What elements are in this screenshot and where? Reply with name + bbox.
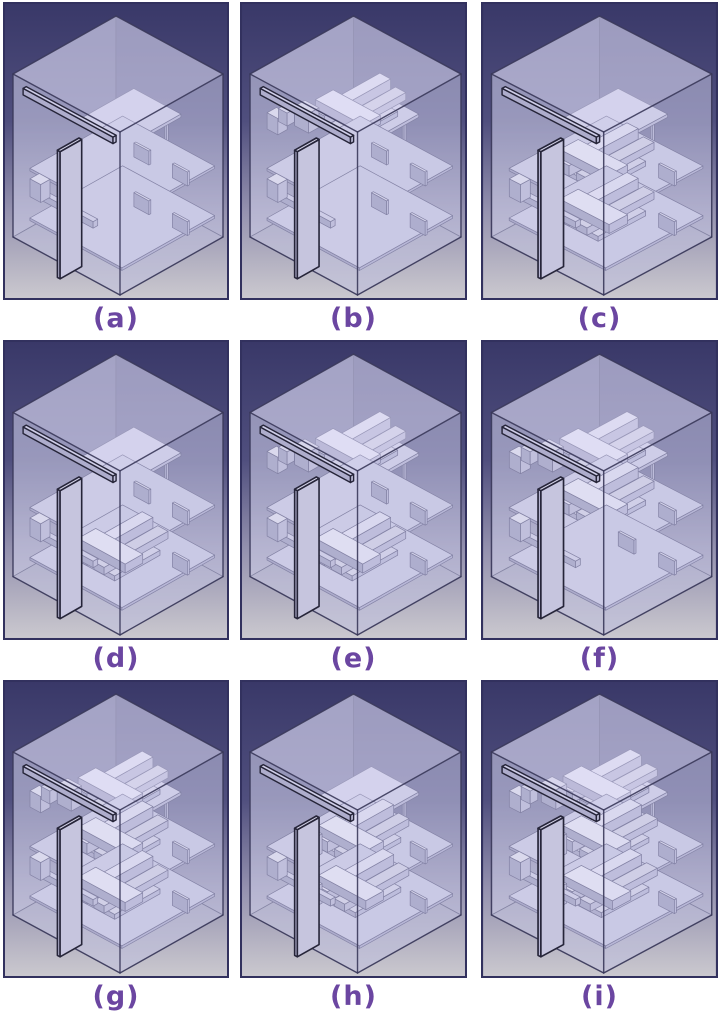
panel-g: (g) <box>3 680 229 1014</box>
panel-label-e: (e) <box>330 643 377 674</box>
panel-e: (e) <box>240 340 467 676</box>
panel-f: (f) <box>481 340 718 676</box>
panel-h: (h) <box>240 680 467 1014</box>
enclosure-render-i <box>481 680 718 978</box>
panel-label-a: (a) <box>93 303 139 334</box>
enclosure-render-a <box>3 2 229 300</box>
panel-label-f: (f) <box>579 643 620 674</box>
panel-d: (d) <box>3 340 229 676</box>
panel-b: (b) <box>240 2 467 336</box>
enclosure-render-c <box>481 2 718 300</box>
panel-label-d: (d) <box>92 643 140 674</box>
panel-label-g: (g) <box>92 981 140 1012</box>
panel-c: (c) <box>481 2 718 336</box>
panel-label-h: (h) <box>330 981 377 1012</box>
enclosure-render-d <box>3 340 229 640</box>
panel-a: (a) <box>3 2 229 336</box>
enclosure-render-h <box>240 680 467 978</box>
panel-label-b: (b) <box>329 303 377 334</box>
panel-i: (i) <box>481 680 718 1014</box>
enclosure-render-b <box>240 2 467 300</box>
panel-label-i: (i) <box>581 981 618 1012</box>
enclosure-render-e <box>240 340 467 640</box>
panel-label-c: (c) <box>577 303 622 334</box>
enclosure-render-g <box>3 680 229 978</box>
enclosure-render-f <box>481 340 718 640</box>
